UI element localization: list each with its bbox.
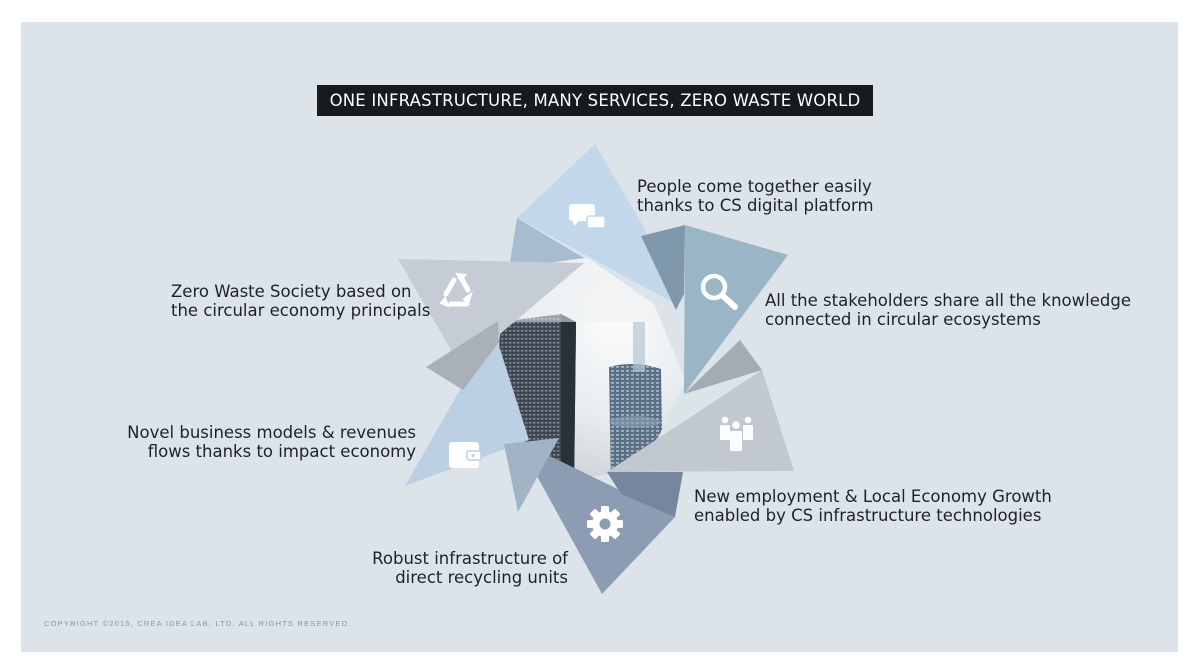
caption-line: thanks to CS digital platform	[637, 196, 874, 215]
blade-lower-right	[607, 370, 794, 472]
caption-novel: Novel business models & revenues flows t…	[127, 423, 416, 461]
wallet-icon	[449, 442, 482, 468]
caption-line: All the stakeholders share all the knowl…	[765, 291, 1131, 310]
recycle-icon	[439, 272, 473, 308]
blade-upper-left	[398, 259, 584, 390]
caption-line: connected in circular ecosystems	[765, 310, 1041, 329]
title-banner: ONE INFRASTRUCTURE, MANY SERVICES, ZERO …	[317, 85, 873, 116]
pinwheel-diagram	[398, 144, 794, 594]
gear-icon	[587, 506, 623, 542]
copyright-text: COPYRIGHT ©2015, CREA IDEA LAB, LTD. ALL…	[44, 619, 352, 628]
caption-line: New employment & Local Economy Growth	[694, 487, 1052, 506]
caption-robust: Robust infrastructure of direct recyclin…	[372, 549, 568, 587]
title-text: ONE INFRASTRUCTURE, MANY SERVICES, ZERO …	[329, 91, 861, 110]
caption-employment: New employment & Local Economy Growth en…	[694, 487, 1052, 525]
caption-people: People come together easily thanks to CS…	[637, 177, 874, 215]
caption-zerowaste: Zero Waste Society based on the circular…	[171, 282, 430, 320]
caption-line: direct recycling units	[395, 568, 568, 587]
caption-line: Novel business models & revenues	[127, 423, 416, 442]
magnifier-icon	[700, 273, 738, 310]
caption-line: flows thanks to impact economy	[147, 442, 416, 461]
blade-left	[405, 330, 559, 512]
slide: ONE INFRASTRUCTURE, MANY SERVICES, ZERO …	[21, 22, 1178, 652]
caption-line: People come together easily	[637, 177, 872, 196]
caption-line: Zero Waste Society based on	[171, 282, 412, 301]
caption-line: the circular economy principals	[171, 301, 431, 320]
chat-icon	[569, 204, 606, 229]
people-group-icon	[720, 416, 753, 451]
caption-line: enabled by CS infrastructure technologie…	[694, 506, 1042, 525]
caption-stakeholders: All the stakeholders share all the knowl…	[765, 291, 1131, 329]
caption-line: Robust infrastructure of	[372, 549, 568, 568]
